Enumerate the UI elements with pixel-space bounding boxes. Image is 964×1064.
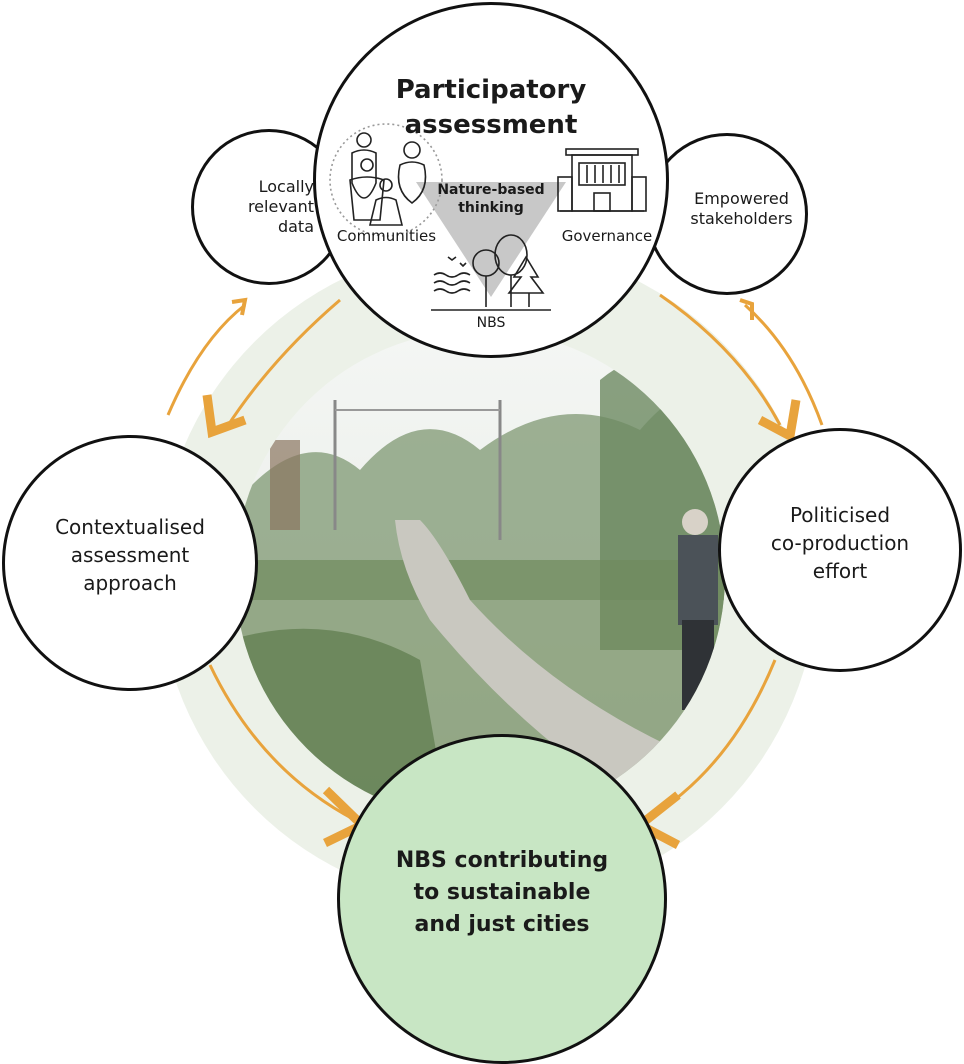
nbs-label: NBS — [476, 315, 506, 331]
arrowhead-locally-small — [231, 297, 248, 316]
locally-line2: relevant — [247, 197, 314, 216]
arrowhead-politicised-top — [757, 399, 801, 443]
nbt-line2: thinking — [458, 200, 524, 217]
empowered-stakeholders-circle: Empowered stakeholders — [646, 133, 808, 295]
participatory-title: Participatory assessment — [316, 73, 666, 143]
outcome-line3: and just cities — [414, 911, 590, 937]
nature-based-thinking-label: Nature-based thinking — [421, 181, 561, 217]
contextualised-line1: Contextualised — [55, 515, 205, 539]
outcome-line1: NBS contributing — [395, 848, 609, 873]
governance-icon — [557, 148, 647, 212]
arrow-politicised-to-outcome — [644, 659, 777, 822]
nature-based-triangle — [416, 182, 566, 297]
politicised-line2: co-production — [770, 531, 910, 555]
nbs-icon — [431, 234, 551, 311]
arrow-participatory-to-politicised — [659, 293, 782, 426]
locally-line1: Locally — [258, 177, 314, 196]
participatory-title-line2: assessment — [404, 110, 578, 141]
politicised-line3: effort — [812, 559, 868, 583]
communities-icon — [329, 123, 443, 237]
outcome-circle: NBS contributing to sustainable and just… — [337, 734, 667, 1064]
contextualised-assessment-circle: Contextualised assessment approach — [2, 435, 258, 691]
governance-label: Governance — [561, 227, 653, 245]
locally-line3: data — [277, 217, 314, 236]
arrow-participatory-to-contextualised — [223, 298, 341, 431]
politicised-line1: Politicised — [789, 503, 891, 527]
participatory-title-line1: Participatory — [395, 75, 587, 105]
arrowhead-empowered-small — [739, 298, 754, 320]
empowered-line2: stakeholders — [690, 209, 793, 228]
arrow-politicised-to-empowered — [743, 303, 824, 426]
empowered-line1: Empowered — [694, 189, 789, 208]
nbt-line1: Nature-based — [437, 182, 545, 198]
participatory-illustration — [329, 123, 647, 311]
politicised-coproduction-circle: Politicised co-production effort — [718, 428, 962, 672]
arrow-contextualised-to-outcome — [208, 664, 356, 822]
arrowhead-contextualised-top — [202, 394, 247, 439]
communities-label: Communities — [336, 227, 437, 245]
participatory-assessment-circle: Participatory assessment Nature-based th… — [313, 2, 669, 358]
outcome-line2: to sustainable — [413, 879, 591, 905]
contextualised-line2: assessment — [70, 543, 190, 567]
arrow-locally-to-contextualised — [166, 303, 246, 416]
contextualised-line3: approach — [83, 571, 177, 595]
